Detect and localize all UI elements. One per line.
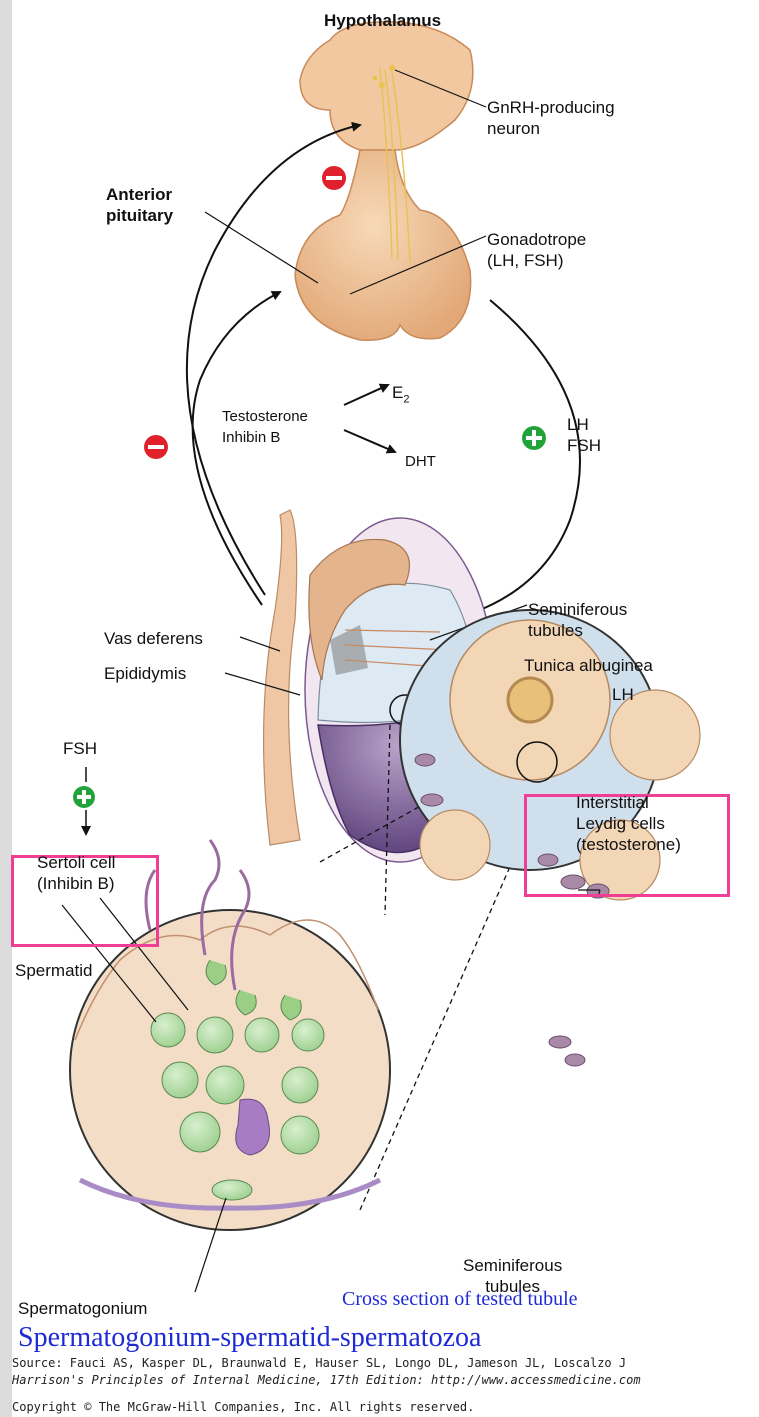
fsh-sertoli-label: FSH bbox=[63, 738, 97, 759]
pituitary-illustration bbox=[295, 22, 473, 340]
tunica-albuginea-label: Tunica albuginea bbox=[524, 655, 653, 676]
seminiferous-tubules-label: Seminiferous tubules bbox=[528, 599, 627, 641]
gonadotrope-label: Gonadotrope (LH, FSH) bbox=[487, 229, 586, 271]
inhibit-sign-left bbox=[144, 435, 168, 459]
vas-deferens-label: Vas deferens bbox=[104, 628, 203, 649]
sertoli-cell-label: Sertoli cell (Inhibin B) bbox=[37, 852, 115, 894]
interstitial-leydig-label: Interstitial Leydig cells (testosterone) bbox=[576, 792, 681, 855]
epididymis-label: Epididymis bbox=[104, 663, 186, 684]
gnrh-neuron-label: GnRH-producing neuron bbox=[487, 97, 615, 139]
lh-leydig-label: LH bbox=[612, 684, 634, 705]
hypothalamus-label: Hypothalamus bbox=[324, 10, 441, 31]
inhibition-arrow-pituitary bbox=[193, 292, 280, 605]
stimulate-sign-fsh bbox=[73, 786, 95, 808]
main-caption: Spermatogonium-spermatid-spermatozoa bbox=[18, 1322, 481, 1354]
estradiol-label: E2 bbox=[392, 382, 409, 410]
spermatogonium-label: Spermatogonium bbox=[18, 1298, 147, 1319]
inhibition-arrow-hypothalamus bbox=[187, 125, 360, 595]
testosterone-inhibin-label: Testosterone Inhibin B bbox=[222, 406, 308, 448]
source-book: Harrison's Principles of Internal Medici… bbox=[12, 1373, 641, 1387]
dht-label: DHT bbox=[405, 451, 436, 472]
lh-fsh-label: LH FSH bbox=[567, 414, 601, 456]
inhibit-sign-top bbox=[322, 166, 346, 190]
spermatid-label: Spermatid bbox=[15, 960, 92, 981]
anterior-pituitary-label: Anterior pituitary bbox=[106, 184, 173, 226]
stimulation-arrow-lh-fsh bbox=[475, 300, 580, 612]
stimulate-sign-right bbox=[522, 426, 546, 450]
cross-section-caption: Cross section of tested tubule bbox=[342, 1288, 578, 1311]
source-citation: Source: Fauci AS, Kasper DL, Braunwald E… bbox=[12, 1356, 626, 1370]
copyright-notice: Copyright © The McGraw-Hill Companies, I… bbox=[12, 1400, 474, 1414]
